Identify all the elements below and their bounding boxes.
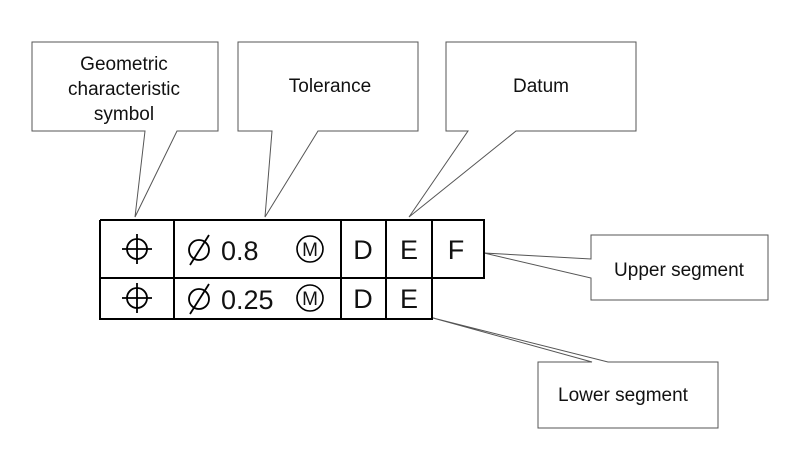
tolerance-label: Tolerance xyxy=(289,76,371,97)
lower-modifier-letter: M xyxy=(302,289,318,310)
callout-lower-segment: Lower segment xyxy=(432,317,719,429)
datum-label: Datum xyxy=(513,76,569,97)
lower-segment-label: Lower segment xyxy=(558,385,689,406)
lower-tolerance-value: 0.25 xyxy=(221,285,274,315)
lower-datum-primary: D xyxy=(353,284,373,314)
upper-datum-secondary: E xyxy=(400,235,418,265)
callout-line-2: characteristic xyxy=(68,79,180,100)
maximum-material-condition-icon: M xyxy=(296,284,324,312)
lower-frame-row: 0.25 M D E xyxy=(122,283,418,315)
position-icon xyxy=(122,283,152,313)
callout-line-1: Geometric xyxy=(80,54,168,75)
diameter-icon xyxy=(188,283,210,315)
callout-geometric-characteristic: Geometric characteristic symbol xyxy=(31,41,219,218)
feature-control-frame xyxy=(99,219,485,320)
upper-modifier-letter: M xyxy=(302,240,318,261)
upper-frame-row: 0.8 M D E F xyxy=(122,234,464,266)
callout-tolerance: Tolerance xyxy=(237,41,419,218)
upper-tolerance-value: 0.8 xyxy=(221,236,259,266)
upper-datum-tertiary: F xyxy=(448,235,465,265)
position-icon xyxy=(122,234,152,264)
callout-datum: Datum xyxy=(408,41,637,218)
upper-segment-label: Upper segment xyxy=(614,260,745,281)
diameter-icon xyxy=(188,234,210,266)
maximum-material-condition-icon: M xyxy=(296,235,324,263)
upper-datum-primary: D xyxy=(353,235,373,265)
callout-upper-segment: Upper segment xyxy=(483,234,769,301)
callout-line-3: symbol xyxy=(94,104,154,125)
lower-datum-secondary: E xyxy=(400,284,418,314)
